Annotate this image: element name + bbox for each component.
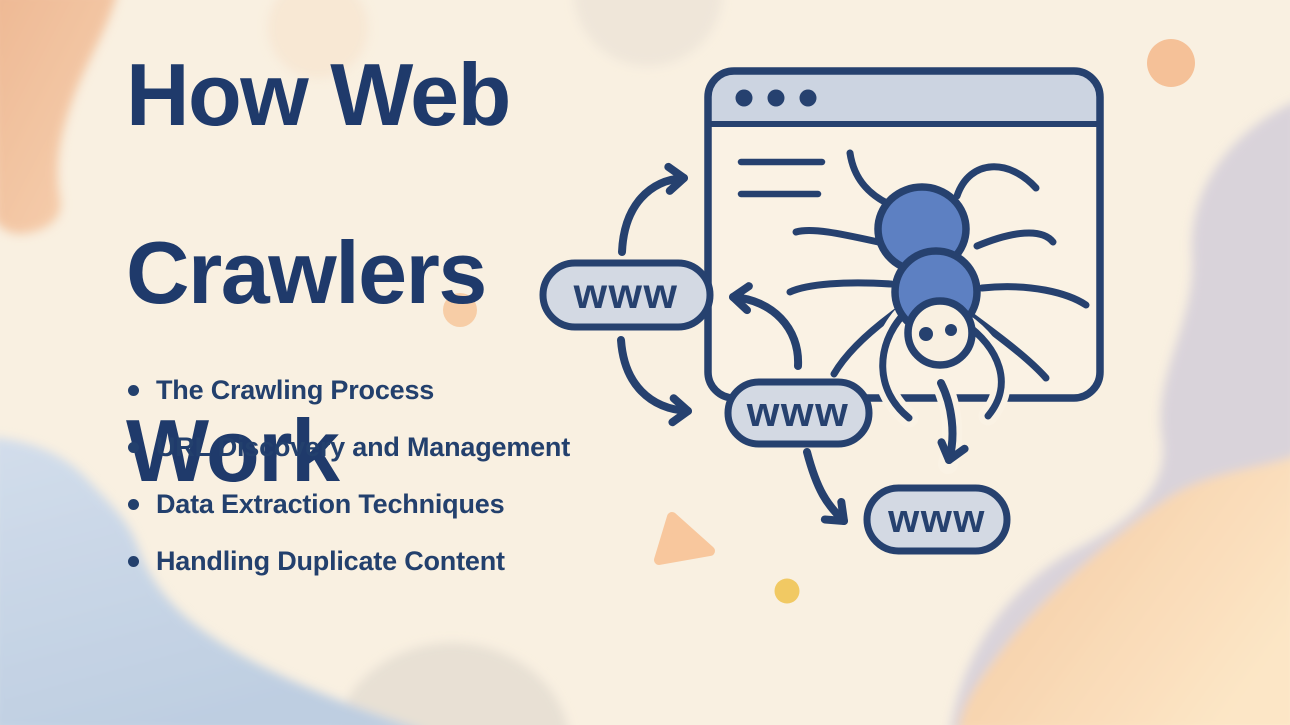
blob-blue-bottom-left	[0, 437, 407, 725]
spider-head	[904, 297, 976, 369]
bullet-dot	[128, 442, 139, 453]
curved-arrow-icon	[617, 336, 692, 427]
blob-peach-top-left	[0, 0, 116, 234]
window-titlebar	[708, 71, 1100, 124]
list-item: Handling Duplicate Content	[128, 533, 570, 590]
deco-peach-dot	[443, 293, 477, 327]
title-line-2: Crawlers	[126, 223, 487, 322]
deco-peach-circle-top-right	[1147, 39, 1195, 87]
spider-eyes	[919, 324, 957, 341]
page-title: How Web Crawlers Work	[126, 50, 511, 495]
www-pill-label: www	[573, 270, 679, 318]
list-item: URL Discovery and Management	[128, 419, 570, 476]
curved-arrow-icon	[803, 448, 848, 525]
curved-arrow-icon	[618, 162, 688, 256]
www-pill-icon	[539, 259, 1011, 555]
deco-peach-triangle	[654, 512, 715, 565]
spider-icon	[786, 149, 1090, 428]
list-item-label: URL Discovery and Management	[156, 432, 571, 462]
blob-griege-bottom-center	[336, 643, 568, 725]
www-pill-label: www	[746, 388, 850, 435]
list-item: Data Extraction Techniques	[128, 476, 570, 533]
blob-ghost-top-mid	[574, 0, 722, 66]
curved-arrow-icon	[937, 379, 969, 464]
blob-peach-bottom-right	[959, 457, 1290, 725]
window-control-dots-icon	[735, 89, 817, 107]
title-line-3: Work	[126, 401, 340, 500]
list-item: The Crawling Process	[128, 362, 570, 419]
bullet-dot	[128, 499, 139, 510]
blob-ghost-top-center	[268, 0, 368, 78]
title-line-1: How Web	[126, 45, 511, 144]
curved-arrow-icon	[729, 282, 803, 370]
deco-yellow-dot	[774, 578, 800, 604]
list-item-label: Data Extraction Techniques	[156, 489, 505, 519]
bullet-dot	[128, 556, 139, 567]
page-text-lines-icon	[737, 158, 826, 198]
list-item-label: The Crawling Process	[156, 375, 435, 405]
topic-list: The Crawling Process URL Discovery and M…	[128, 362, 570, 590]
bullet-dot	[128, 385, 139, 396]
list-item-label: Handling Duplicate Content	[156, 546, 505, 576]
www-pill-label: www	[887, 497, 986, 541]
